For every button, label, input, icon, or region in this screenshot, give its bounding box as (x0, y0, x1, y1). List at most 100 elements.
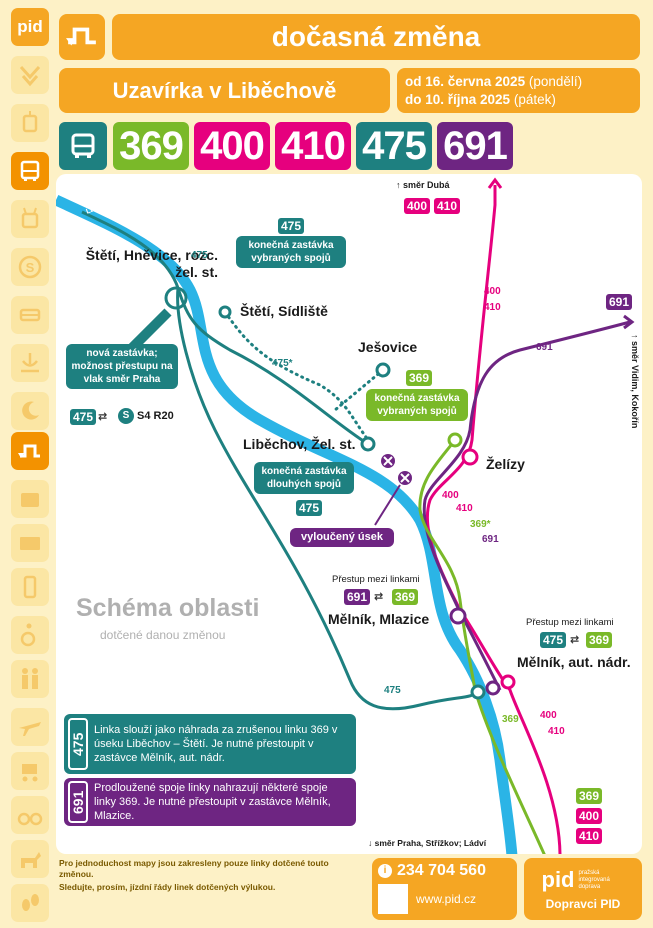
pid-footer-text: pražská integrovaná doprava (578, 869, 610, 890)
closure-subtitle: Uzavírka v Liběchově (59, 68, 390, 113)
footer-disclaimer: Pro jednoduchost mapy jsou zakresleny po… (59, 858, 365, 920)
trolleybus-icon (11, 200, 49, 238)
stop-steti-sidliste: Štětí, Sídliště (240, 303, 328, 319)
train-s-icon: S (118, 408, 134, 424)
luggage-icon (11, 480, 49, 518)
carrier-box: pid pražská integrovaná doprava Dopravci… (524, 858, 642, 920)
note-new-stop: nová zastávka; možnost přestupu na vlak … (66, 344, 178, 389)
map-label-369: 369 (502, 714, 519, 725)
transfer-label-mlazice: Přestup mezi linkami (332, 574, 420, 585)
website-link[interactable]: www.pid.cz (416, 892, 477, 906)
transfer-arrows-icon-2: ⇄ (374, 591, 384, 603)
stop-jesovice-marker[interactable] (375, 362, 391, 378)
stop-libechov-marker[interactable] (360, 436, 376, 452)
line-400-badge[interactable]: 400 (194, 122, 270, 170)
stop-libechov: Liběchov, Žel. st. (243, 436, 356, 452)
line-691-badge[interactable]: 691 (437, 122, 513, 170)
family-icon (11, 660, 49, 698)
scheme-subtitle: dotčené danou změnou (100, 628, 226, 642)
area-map: Labe Labe Labe Štětí, Hněvice, rozc. žel… (56, 174, 642, 854)
chip-400-duba: 400 (404, 198, 431, 214)
stop-zelizy-369-marker[interactable] (447, 432, 463, 448)
arrow-right-icon (623, 314, 635, 330)
line-410-badge[interactable]: 410 (275, 122, 351, 170)
chip-410-praha: 410 (576, 828, 603, 844)
chip-691-transfer: 691 (344, 589, 371, 605)
note-end-selected-369: konečná zastávka vybraných spojů (366, 389, 468, 421)
qr-code-icon (378, 884, 408, 914)
map-label-400-b: 400 (442, 490, 459, 501)
chip-369-praha: 369 (576, 788, 603, 804)
stop-steti-hnevice: Štětí, Hněvice, rozc. žel. st. (85, 247, 218, 280)
phone-number[interactable]: 234 704 560 (397, 862, 486, 879)
chip-369-transfer-2: 369 (586, 632, 613, 648)
map-label-410-a: 410 (484, 302, 501, 313)
detour-icon[interactable] (11, 432, 49, 470)
stop-zelizy: Želízy (486, 456, 525, 472)
direction-duba: ↑ směr Dubá (396, 180, 450, 190)
chip-369-transfer: 369 (392, 589, 419, 605)
transfer-arrows-icon-3: ⇄ (570, 634, 580, 646)
chip-410-duba: 410 (434, 198, 461, 214)
bicycle-icon (11, 796, 49, 834)
map-label-691-a: 691 (536, 342, 553, 353)
detour-header-icon (59, 14, 105, 60)
info-475-text: Linka slouží jako náhrada za zrušenou li… (94, 724, 338, 764)
chip-369-zelizy: 369 (406, 370, 433, 386)
train-icon: S (11, 248, 49, 286)
map-label-369-star: 369* (470, 519, 491, 530)
stop-steti-sidliste-marker[interactable] (218, 305, 232, 319)
pid-footer-logo: pid (541, 867, 575, 892)
ferry-icon (11, 296, 49, 334)
bus-mode-icon (59, 122, 107, 170)
date-to: do 10. října 2025 (405, 91, 511, 107)
metro-icon (11, 56, 49, 94)
info-691: 691 Prodloužené spoje linky nahrazují ně… (64, 778, 356, 826)
loop-475 (164, 286, 188, 310)
map-label-475-a: 475 (191, 250, 208, 261)
cable-car-icon (11, 344, 49, 382)
map-label-400-c: 400 (540, 710, 557, 721)
night-icon (11, 392, 49, 430)
stop-aut-nadr-marker-2[interactable] (485, 680, 501, 696)
scheme-title: Schéma oblasti (76, 594, 260, 622)
stop-melnik-aut: Mělník, aut. nádr. (517, 654, 631, 670)
jesovice-dotted-link (333, 368, 385, 412)
date-from: od 16. června 2025 (405, 73, 526, 89)
carriers-label: Dopravci PID (545, 897, 621, 911)
page-title: dočasná změna (112, 14, 640, 60)
info-691-text: Prodloužené spoje linky nahrazují někter… (94, 782, 331, 822)
note-end-long-475: konečná zastávka dlouhých spojů (254, 462, 354, 494)
bus-icon[interactable] (11, 152, 49, 190)
map-label-400-a: 400 (484, 286, 501, 297)
info-475: 475 Linka slouží jako náhrada za zrušeno… (64, 714, 356, 774)
transfer-label-aut: Přestup mezi linkami (526, 617, 614, 628)
contact-box: i 234 704 560 www.pid.cz (372, 858, 517, 920)
disclaimer-text-2: Sledujte, prosím, jízdní řády linek dotč… (59, 882, 276, 892)
map-label-475-b: 475 (384, 685, 401, 696)
chip-400-praha: 400 (576, 808, 603, 824)
chip-475-new: 475 (70, 409, 97, 425)
info-691-line: 691 (68, 781, 88, 823)
line-475-badge[interactable]: 475 (356, 122, 432, 170)
map-label-691-b: 691 (482, 534, 499, 545)
stop-zelizy-marker[interactable] (461, 448, 479, 466)
line-369-badge[interactable]: 369 (113, 122, 189, 170)
date-from-day: (pondělí) (528, 73, 583, 89)
info-icon: i (378, 864, 392, 878)
disclaimer-text: Pro jednoduchost mapy jsou zakresleny po… (59, 858, 329, 879)
accessibility-icon (11, 616, 49, 654)
phone-icon (11, 568, 49, 606)
line-475-star-path (223, 310, 370, 442)
direction-praha: ↓ směr Praha, Střížkov; Ládví (368, 838, 487, 848)
info-475-line: 475 (68, 718, 88, 770)
map-label-410-b: 410 (456, 503, 473, 514)
walking-icon (11, 884, 49, 922)
dog-icon (11, 840, 49, 878)
note-excluded: vyloučený úsek (290, 528, 394, 547)
stop-aut-nadr-marker-1[interactable] (470, 684, 486, 700)
chip-475-long: 475 (296, 500, 323, 516)
stop-mlazice-marker[interactable] (449, 607, 467, 625)
stop-aut-nadr-marker-3[interactable] (500, 674, 516, 690)
line-475-path (81, 210, 482, 711)
